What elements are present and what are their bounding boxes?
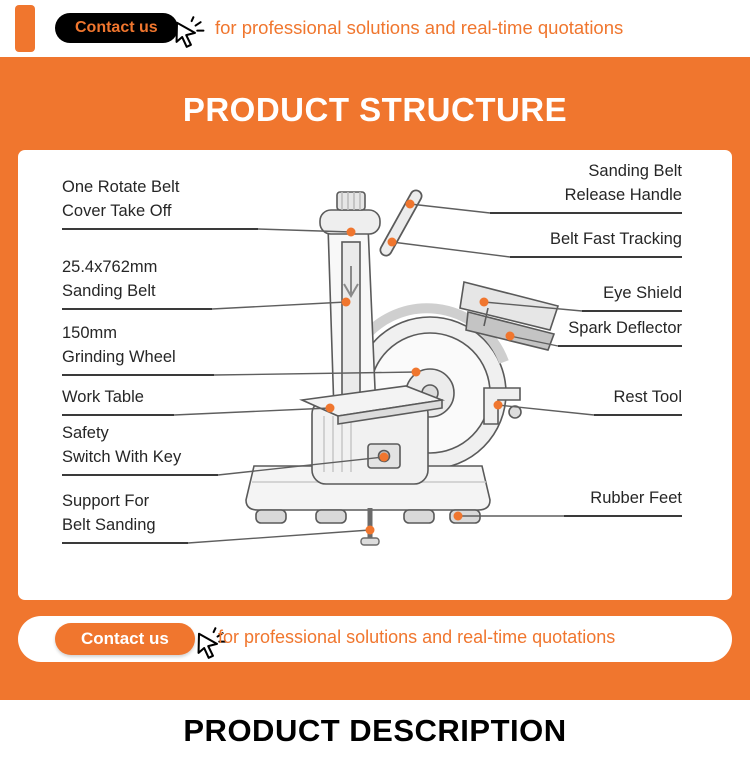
top-contact-bar: Contact us for professional solutions an… [0, 0, 750, 57]
structure-title: PRODUCT STRUCTURE [182, 91, 568, 128]
label-grinding-wheel: 150mm Grinding Wheel [62, 322, 214, 376]
label-sanding-belt-size: 25.4x762mm Sanding Belt [62, 256, 212, 310]
label-release-handle: Sanding Belt Release Handle [490, 160, 682, 214]
label-rest-tool: Rest Tool [594, 386, 682, 416]
top-tagline: for professional solutions and real-time… [215, 17, 624, 38]
leader-dots [325, 199, 515, 535]
product-structure-section: PRODUCT STRUCTURE [0, 57, 750, 700]
machine-diagram [173, 189, 595, 546]
label-rubber-feet: Rubber Feet [564, 487, 682, 517]
label-safety-switch: Safety Switch With Key [62, 422, 218, 476]
label-belt-fast-tracking: Belt Fast Tracking [510, 228, 682, 258]
rest-tool-part [483, 387, 522, 425]
cursor-click-icon [175, 16, 205, 48]
label-support-belt-sanding: Support For Belt Sanding [62, 490, 188, 544]
contact-us-label-bottom: Contact us [81, 629, 169, 648]
work-table-part [299, 385, 446, 425]
product-description-section: PRODUCT DESCRIPTION [0, 700, 750, 759]
support-leg [360, 508, 380, 546]
label-one-rotate-belt-cover: One Rotate Belt Cover Take Off [62, 176, 258, 230]
left-accent-stripe [15, 5, 35, 52]
contact-us-label: Contact us [75, 19, 158, 36]
bottom-contact-bar: Contact us for professional solutions an… [18, 616, 732, 662]
bottom-tagline: for professional solutions and real-time… [218, 627, 616, 647]
label-eye-shield: Eye Shield [582, 282, 682, 312]
label-spark-deflector: Spark Deflector [558, 317, 682, 347]
contact-us-button[interactable]: Contact us [55, 13, 178, 43]
contact-us-button-bottom[interactable]: Contact us [55, 623, 195, 655]
diagram-card: One Rotate Belt Cover Take Off 25.4x762m… [18, 150, 732, 600]
belt-arm [319, 191, 381, 413]
label-work-table: Work Table [62, 386, 174, 416]
cursor-click-icon-bottom [197, 627, 227, 659]
leader-lines [173, 203, 595, 544]
description-title: PRODUCT DESCRIPTION [183, 713, 567, 748]
